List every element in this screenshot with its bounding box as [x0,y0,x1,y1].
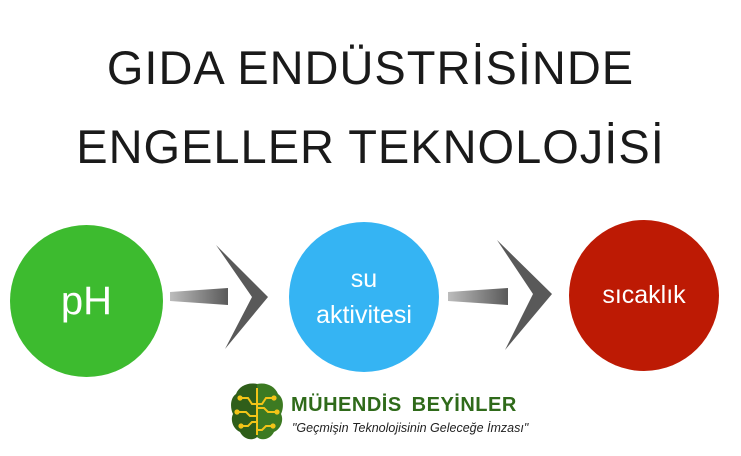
title-line-2: ENGELLER TEKNOLOJİSİ [76,120,665,173]
arrow-1 [170,245,268,349]
arrow-2 [448,240,552,350]
node-temperature-label: sıcaklık [602,281,686,309]
brand-word-2: BEYİNLER [411,394,517,416]
brand-word-1: MÜHENDİS [291,394,402,416]
title-line-1: GIDA ENDÜSTRİSİNDE [106,41,635,94]
node-ph-label: pH [60,278,113,323]
node-water-activity-label-1: su [350,264,378,293]
node-water-activity-label-2: aktivitesi [316,301,412,329]
brand-slogan: "Geçmişin Teknolojisinin Geleceğe İmzası… [292,421,529,435]
node-temperature: sıcaklık [569,220,719,371]
brain-logo-icon [231,383,283,440]
node-ph: pH [10,225,163,377]
node-water-activity: su aktivitesi [289,222,439,372]
brand-name: MÜHENDİS BEYİNLER [291,394,517,417]
